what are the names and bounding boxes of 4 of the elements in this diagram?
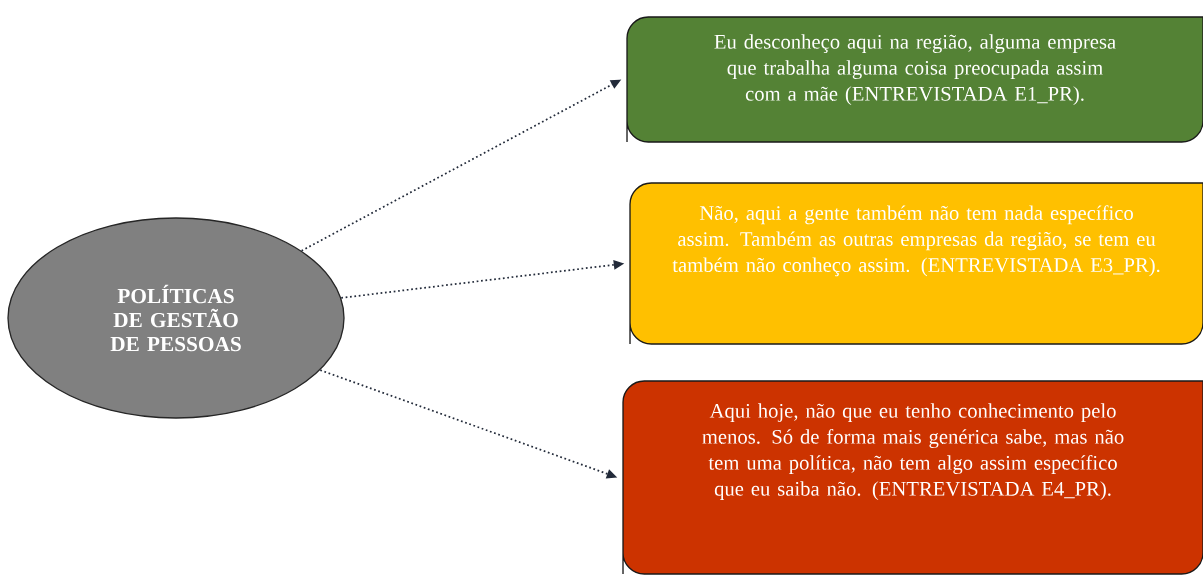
quote-box: Aqui hoje, não que eu tenho conhecimento pelo menos. Só de forma mais genérica sabe, mas não tem uma política, não tem algo assim específico que eu saiba não. (ENTREVISTADA E4_PR). xyxy=(622,380,1203,575)
quote-box: Eu desconheço aqui na região, alguma empresa que trabalha alguma coisa preocupada assim com a mãe (ENTREVISTADA E1_PR). xyxy=(626,16,1203,143)
ellipse-node: POLÍTICAS DE GESTÃO DE PESSOAS xyxy=(7,217,345,419)
quote-box: Não, aqui a gente também não tem nada específico assim. Também as outras empresas da região, se tem eu também não conheço assim. (ENTREVISTADA E3_PR). xyxy=(629,182,1203,345)
